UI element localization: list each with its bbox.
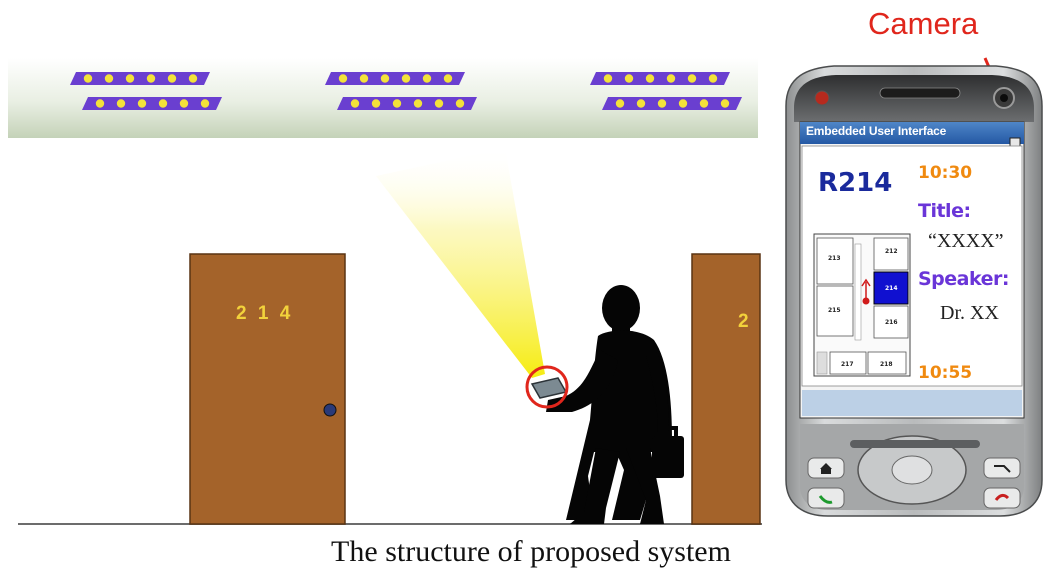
back-key [983,457,1021,479]
speaker-label: Speaker: [918,268,1009,290]
led-bulb [104,74,114,83]
handheld-device [525,365,569,409]
led-strip [325,72,465,85]
led-bulb [678,99,688,108]
briefcase [652,426,684,478]
led-bulb [167,74,177,83]
light-beam [376,148,545,378]
led-bulb [708,74,718,83]
room-number: R214 [818,168,893,198]
led-strip [590,72,730,85]
led-bulb [624,74,634,83]
map-room-label: 212 [885,248,898,255]
led-bulb [95,99,105,108]
led-bulb [401,74,411,83]
speaker-value: Dr. XX [940,302,999,324]
led-bulb [666,74,676,83]
led-bulb [146,74,156,83]
led-strip [70,72,210,85]
power-indicator [814,90,830,106]
led-bulb [455,99,465,108]
map-room-label: 214 [885,285,898,292]
led-bulb [645,74,655,83]
door-right [691,253,761,525]
map-room-label: 218 [880,361,893,368]
led-bulb [200,99,210,108]
current-position-dot [862,297,870,305]
map-room-label: 217 [841,361,854,368]
call-key [807,487,845,509]
led-strip [602,97,742,110]
screen-bottom-bar [802,390,1022,416]
led-bulb [615,99,625,108]
led-strip [82,97,222,110]
ui-header-title: Embedded User Interface [806,124,947,138]
led-bulb [636,99,646,108]
screen-header-bar [800,122,1024,144]
door-214-number: 2 1 4 [236,303,294,324]
door-right-number: 2 [738,311,752,332]
led-bulb [338,74,348,83]
led-bulb [350,99,360,108]
led-bulb [179,99,189,108]
speaker-grill [879,87,961,99]
led-bulb [657,99,667,108]
title-label: Title: [918,200,971,222]
led-bulb [380,74,390,83]
camera-label: Camera [868,6,979,41]
device-highlight-circle [525,365,569,409]
smartphone [785,65,1043,517]
led-bulb [699,99,709,108]
led-bulb [392,99,402,108]
led-bulb [443,74,453,83]
led-bulb [720,99,730,108]
map-room-214-highlight [873,271,909,305]
led-bulb [422,74,432,83]
door-214 [189,253,346,525]
led-strip [337,97,477,110]
map-room-label: 215 [828,307,841,314]
led-bulb [371,99,381,108]
led-bulb [434,99,444,108]
figure-caption: The structure of proposed system [331,535,731,568]
end-call-key [983,487,1021,509]
led-bulb [603,74,613,83]
door-knob [323,403,337,417]
map-room-label: 216 [885,319,898,326]
led-bulb [359,74,369,83]
led-bulb [137,99,147,108]
map-room-label: 213 [828,255,841,262]
led-bulb [188,74,198,83]
led-bulb [158,99,168,108]
floor-map [813,233,911,377]
end-time: 10:55 [918,363,973,383]
start-time: 10:30 [918,163,973,183]
title-value: “XXXX” [928,230,1004,252]
led-lights [70,72,742,110]
led-bulb [125,74,135,83]
led-bulb [83,74,93,83]
led-bulb [413,99,423,108]
led-bulb [116,99,126,108]
led-bulb [687,74,697,83]
